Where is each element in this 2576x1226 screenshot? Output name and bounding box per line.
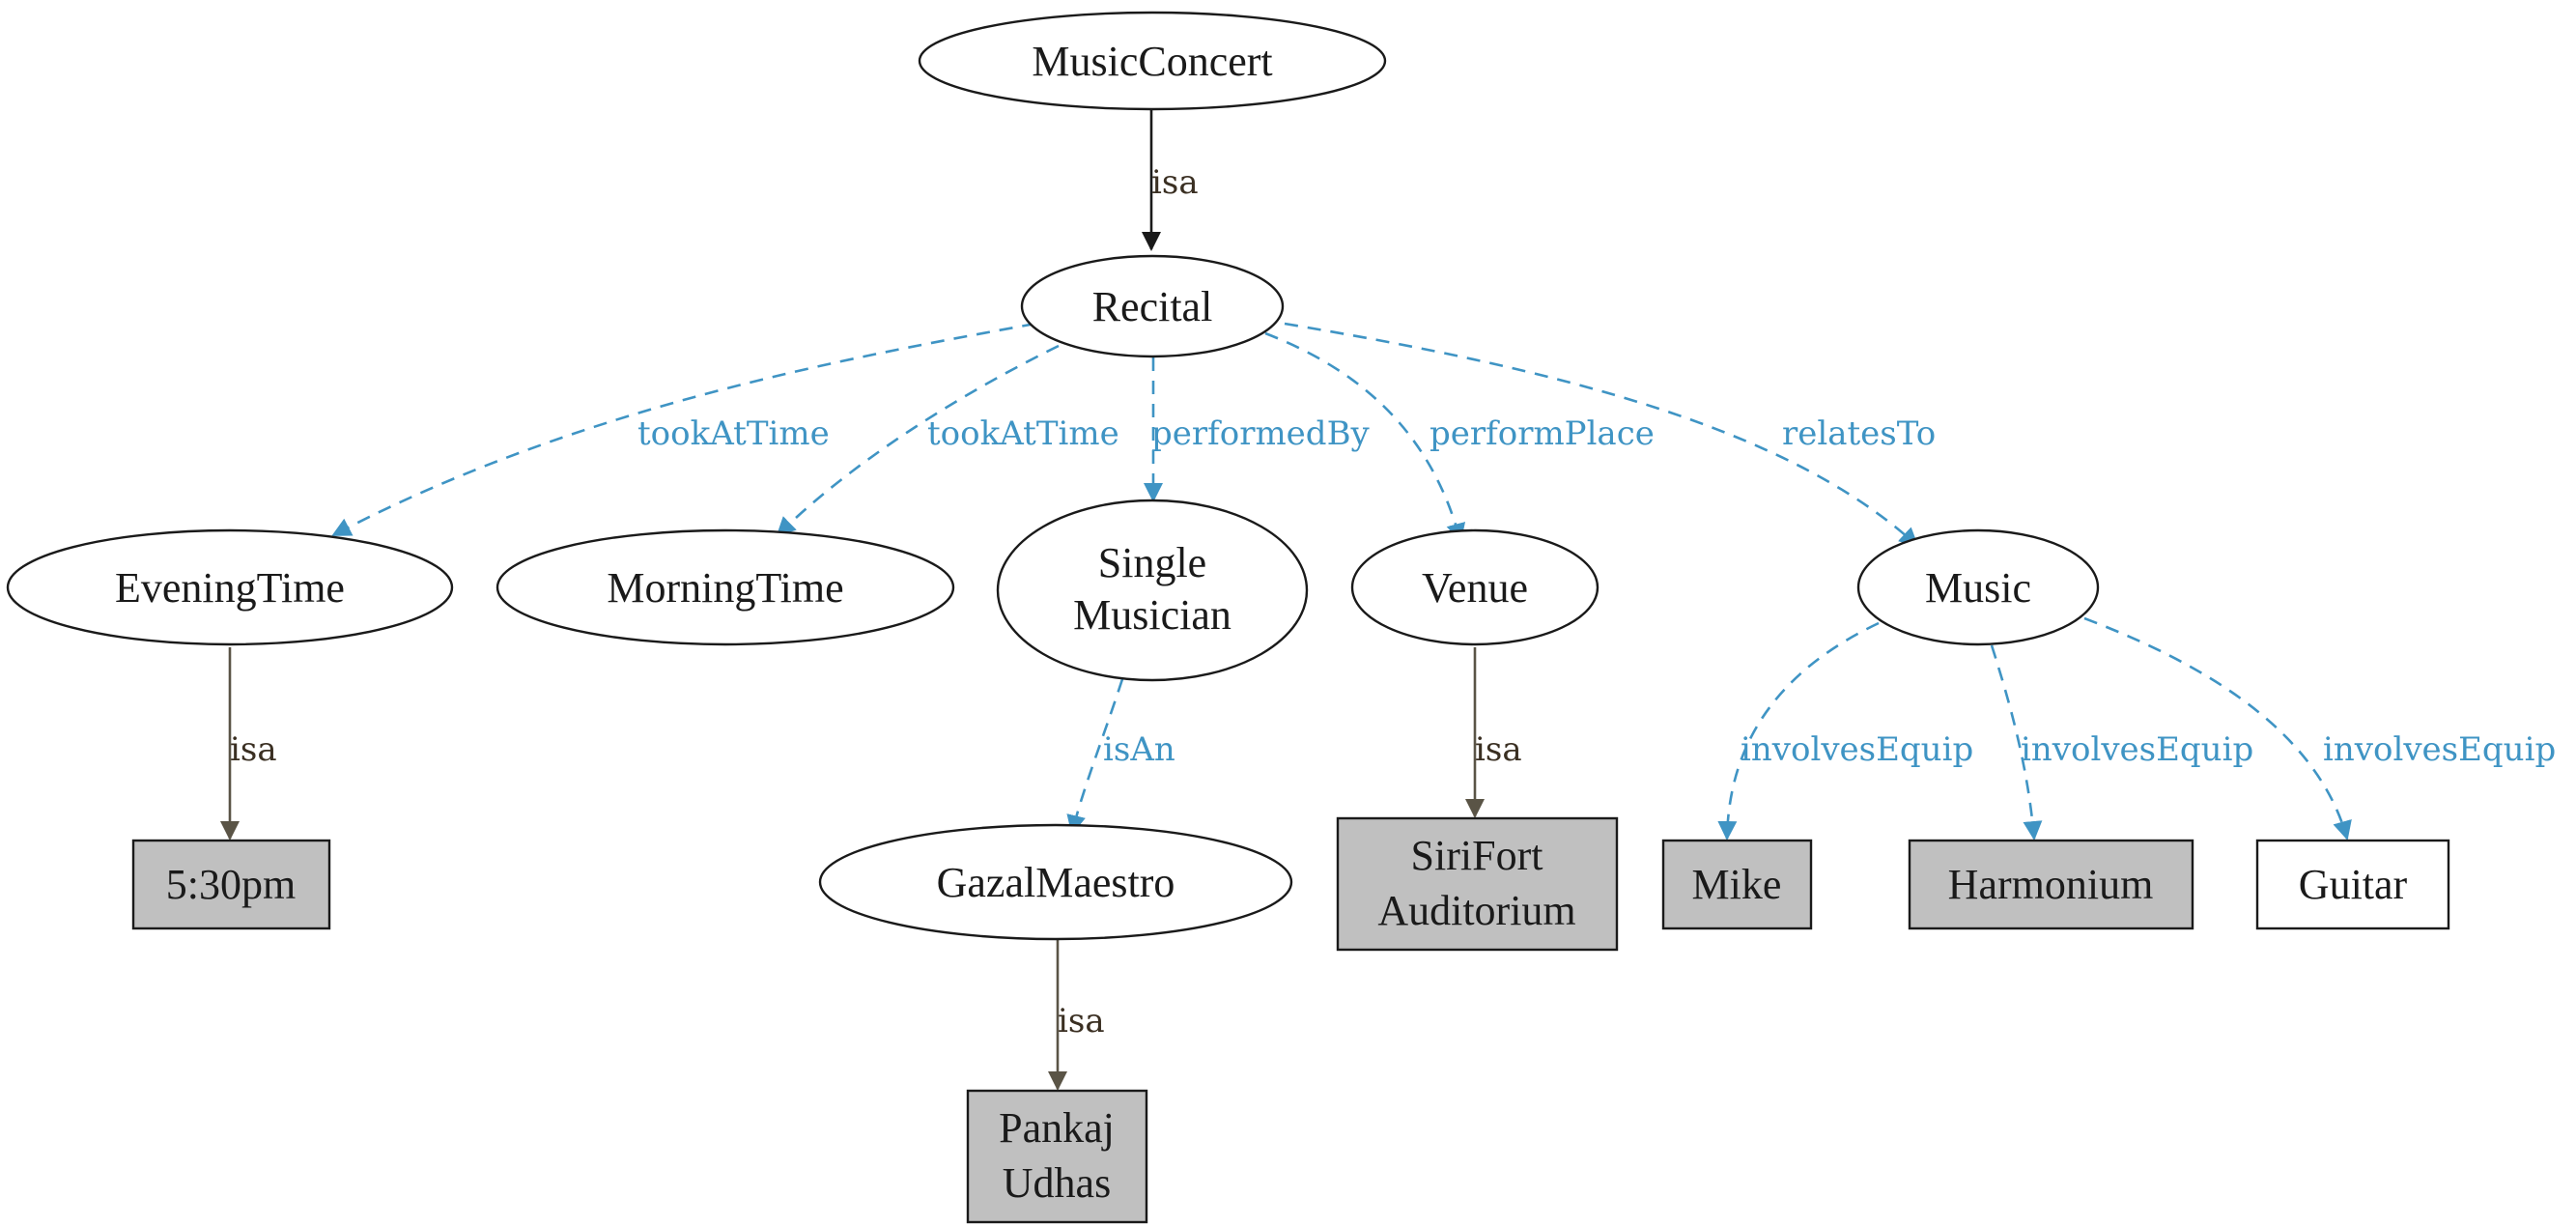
node-label-sirifort-line2: Auditorium	[1377, 887, 1575, 934]
edge-venue-sirifort: isa	[1465, 647, 1522, 818]
node-venue: Venue	[1350, 528, 1599, 646]
edge-music-mike: involvesEquip	[1717, 621, 1973, 841]
node-label-music: Music	[1925, 564, 2031, 612]
node-label-guitar: Guitar	[2299, 861, 2408, 908]
edge-recital-singlemusician: performedBy	[1144, 357, 1371, 502]
node-eveningtime: EveningTime	[6, 528, 454, 646]
node-guitar: Guitar	[2255, 839, 2450, 930]
node-label-530pm: 5:30pm	[166, 861, 296, 908]
node-pankaj: Pankaj Udhas	[966, 1089, 1148, 1224]
node-music: Music	[1856, 528, 2100, 646]
node-label-morningtime: MorningTime	[607, 564, 843, 612]
edge-concert-recital: isa	[1142, 107, 1199, 251]
node-label-sirifort-line1: SiriFort	[1411, 832, 1543, 879]
edge-label-music-mike: involvesEquip	[1741, 730, 1973, 769]
edge-label-recital-venue: performPlace	[1430, 414, 1655, 453]
node-label-harmonium: Harmonium	[1948, 861, 2154, 908]
edge-label-music-guitar: involvesEquip	[2323, 730, 2556, 769]
node-label-singlemusician-line1: Single	[1098, 539, 1206, 586]
node-label-pankaj-line2: Udhas	[1003, 1159, 1111, 1207]
node-label-eveningtime: EveningTime	[115, 564, 345, 612]
node-label-pankaj-line1: Pankaj	[999, 1104, 1115, 1152]
edge-music-harmonium: involvesEquip	[1990, 644, 2253, 841]
edge-label-gazalmaestro-pankaj: isa	[1058, 1002, 1105, 1041]
edge-label-recital-singlemusician: performedBy	[1151, 414, 1371, 453]
edge-label-concert-recital: isa	[1151, 163, 1199, 202]
node-label-mike: Mike	[1692, 861, 1782, 908]
edge-label-singlemusician-gazalmaestro: isAn	[1103, 730, 1175, 769]
edge-label-recital-morningtime: tookAtTime	[927, 414, 1119, 453]
edge-recital-venue: performPlace	[1264, 331, 1655, 543]
edge-recital-music: relatesTo	[1284, 322, 1936, 548]
node-label-singlemusician-line2: Musician	[1073, 591, 1231, 639]
node-label-venue: Venue	[1422, 564, 1528, 612]
edge-label-recital-music: relatesTo	[1782, 414, 1936, 453]
edge-music-guitar: involvesEquip	[2083, 616, 2556, 841]
node-label-recital: Recital	[1092, 283, 1213, 330]
node-singlemusician: Single Musician	[996, 499, 1309, 682]
node-sirifort: SiriFort Auditorium	[1336, 816, 1619, 952]
edge-singlemusician-gazalmaestro: isAn	[1066, 678, 1175, 835]
node-label-musicconcert: MusicConcert	[1032, 38, 1272, 85]
edge-gazalmaestro-pankaj: isa	[1048, 939, 1105, 1091]
edge-label-venue-sirifort: isa	[1475, 730, 1522, 769]
edge-label-eveningtime-530pm: isa	[230, 730, 277, 769]
node-label-gazalmaestro: GazalMaestro	[937, 859, 1175, 906]
node-musicconcert: MusicConcert	[918, 11, 1387, 111]
node-530pm: 5:30pm	[131, 839, 331, 930]
node-gazalmaestro: GazalMaestro	[818, 823, 1293, 941]
node-mike: Mike	[1661, 839, 1813, 930]
node-recital: Recital	[1020, 254, 1285, 358]
edge-label-music-harmonium: involvesEquip	[2021, 730, 2253, 769]
node-morningtime: MorningTime	[495, 528, 955, 646]
edge-recital-eveningtime: tookAtTime	[331, 322, 1036, 537]
edge-eveningtime-530pm: isa	[220, 647, 277, 841]
edge-label-recital-eveningtime: tookAtTime	[637, 414, 830, 453]
edge-recital-morningtime: tookAtTime	[776, 344, 1119, 537]
node-harmonium: Harmonium	[1908, 839, 2194, 930]
